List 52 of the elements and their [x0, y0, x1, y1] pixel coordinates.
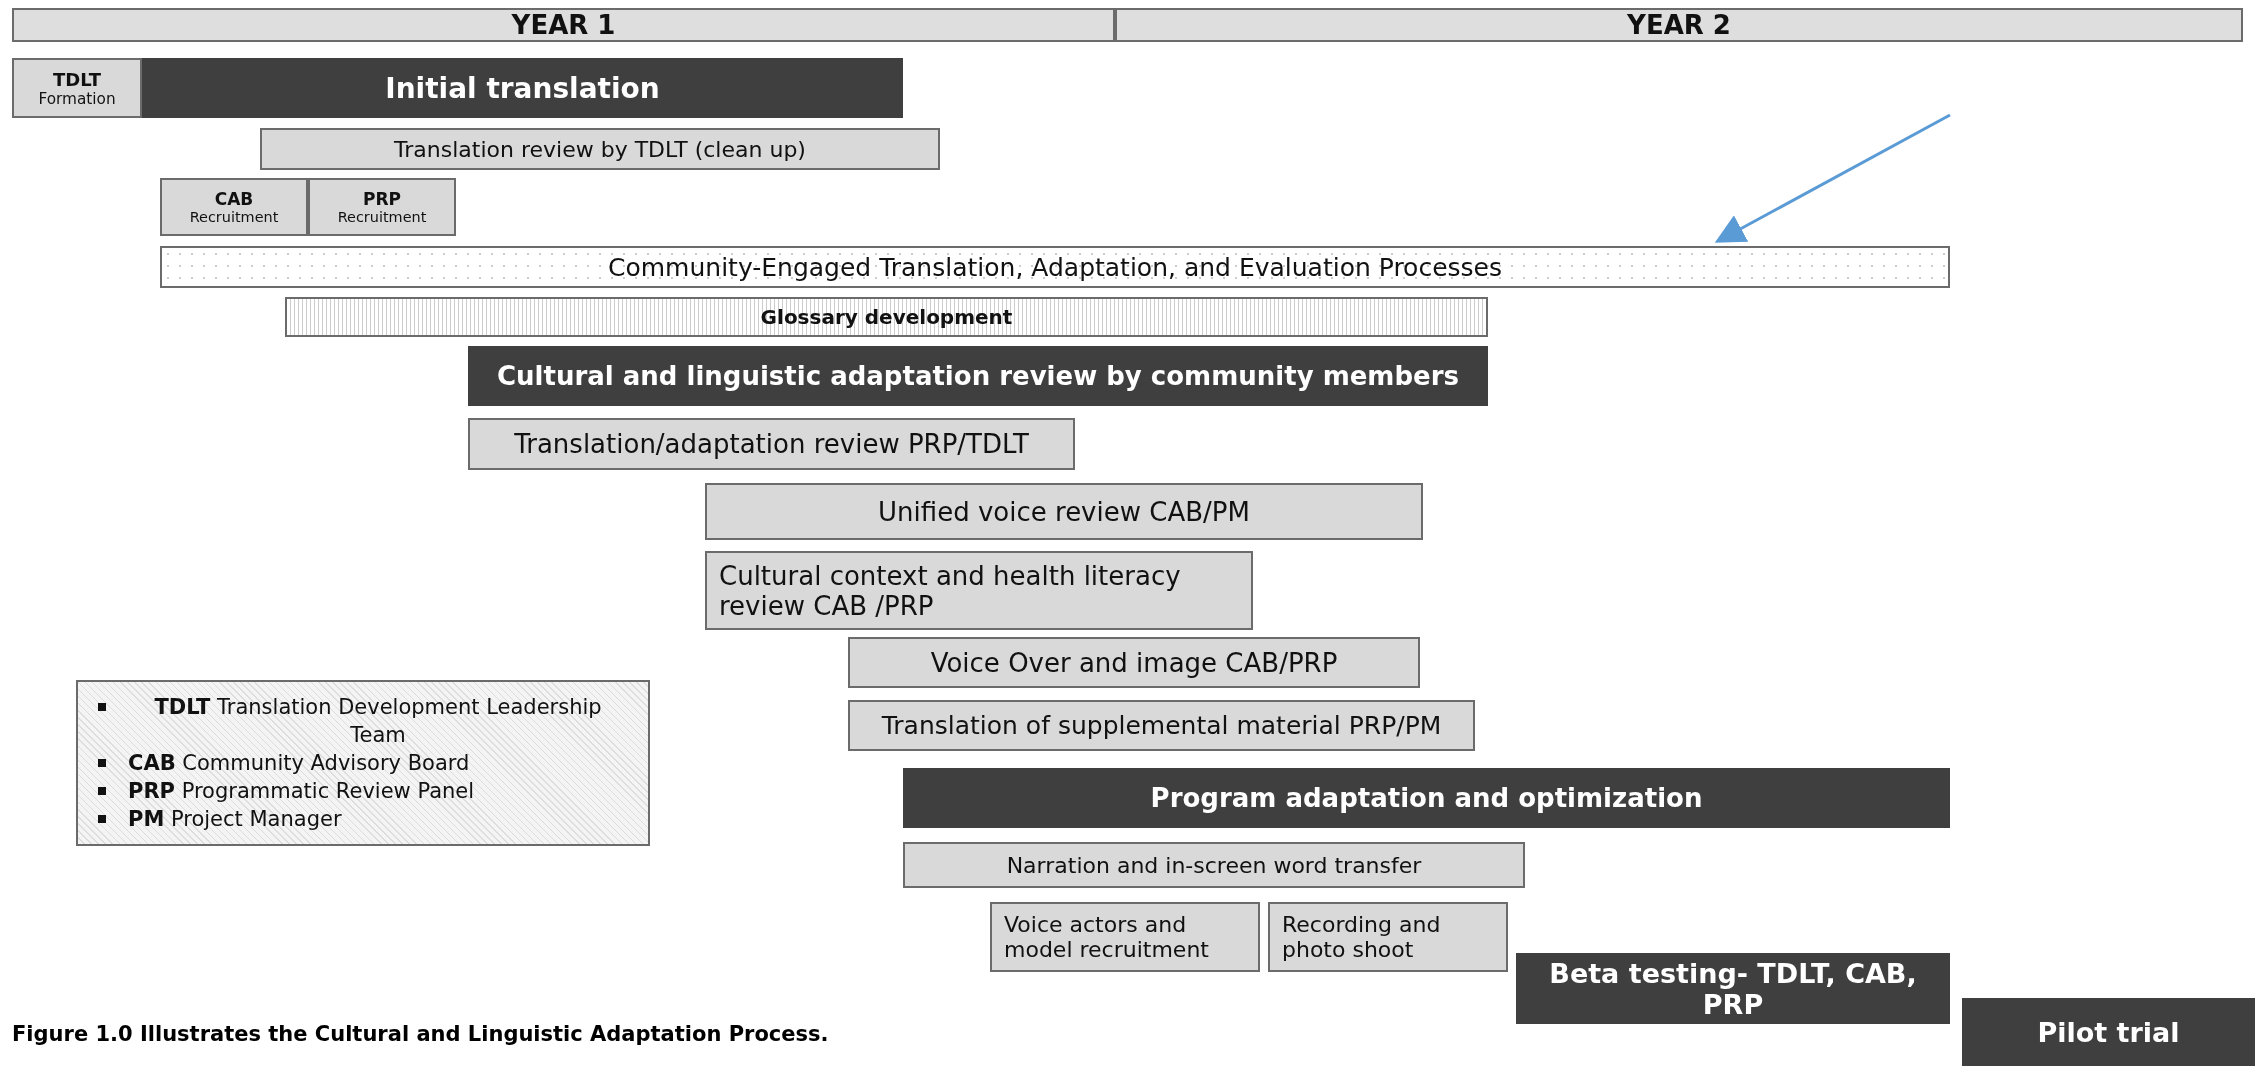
- figure-caption: Figure 1.0 Illustrates the Cultural and Linguistic Adaptation Process.: [12, 1022, 829, 1046]
- task-label: Recruitment: [189, 209, 279, 225]
- task-bar: [1962, 998, 2255, 1066]
- year-header-bar: [12, 8, 1115, 42]
- task-label: Community-Engaged Translation, Adaptation, and Evaluation Processes: [608, 252, 1502, 282]
- task-label: TDLT: [53, 68, 101, 90]
- task-bar: [990, 902, 1260, 972]
- task-label: Voice actors and model recruitment: [1003, 912, 1210, 962]
- legend-entry: TDLT Translation Development Leadership Team: [153, 694, 603, 749]
- task-bar: [705, 483, 1423, 540]
- task-bar: [12, 58, 142, 118]
- task-label: Narration and in-screen word transfer: [1006, 852, 1422, 878]
- task-bar: [308, 178, 456, 236]
- task-label: Glossary development: [760, 305, 1013, 329]
- task-bar: [1516, 953, 1950, 1024]
- task-label: Translation/adaptation review PRP/TDLT: [514, 429, 1029, 459]
- task-bar: [468, 346, 1488, 406]
- task-label: Initial translation: [385, 71, 660, 105]
- year-header-bar: [1115, 8, 2243, 42]
- task-label: PRP: [363, 189, 401, 209]
- task-label: Translation of supplemental material PRP/PM: [881, 711, 1442, 740]
- year-label: YEAR 1: [511, 10, 616, 40]
- task-bar: [142, 58, 903, 118]
- task-bar: [285, 297, 1488, 337]
- task-label: Cultural and linguistic adaptation review by community members: [497, 361, 1459, 391]
- arrow: [1714, 113, 1951, 243]
- task-label: Beta testing- TDLT, CAB, PRP: [1548, 957, 1918, 1020]
- task-label: Cultural context and health literacy review CAB /PRP: [718, 560, 1182, 621]
- task-bar: [848, 700, 1475, 751]
- legend-entry: PRP Programmatic Review Panel: [128, 778, 475, 805]
- task-label: CAB: [214, 189, 254, 209]
- legend-entry: CAB Community Advisory Board: [128, 750, 470, 777]
- task-bar: [468, 418, 1075, 470]
- task-label: Formation: [38, 89, 116, 108]
- task-bar: [160, 178, 308, 236]
- task-bar: [1268, 902, 1508, 972]
- task-bar: [705, 551, 1253, 630]
- task-bar: [260, 128, 940, 170]
- task-bar: [160, 246, 1950, 288]
- task-label: Voice Over and image CAB/PRP: [930, 647, 1338, 678]
- task-bar: [903, 842, 1525, 888]
- task-bar: [903, 768, 1950, 828]
- task-label: Recording and photo shoot: [1281, 912, 1442, 962]
- legend-entry: PM Project Manager: [128, 806, 342, 833]
- task-label: Program adaptation and optimization: [1150, 783, 1703, 813]
- task-label: Pilot trial: [2037, 1016, 2180, 1048]
- legend-box: [76, 680, 650, 846]
- task-label: Unified voice review CAB/PM: [878, 496, 1250, 527]
- year-label: YEAR 2: [1627, 10, 1731, 40]
- task-label: Translation review by TDLT (clean up): [394, 136, 806, 162]
- task-label: Recruitment: [337, 209, 427, 225]
- task-bar: [848, 637, 1420, 688]
